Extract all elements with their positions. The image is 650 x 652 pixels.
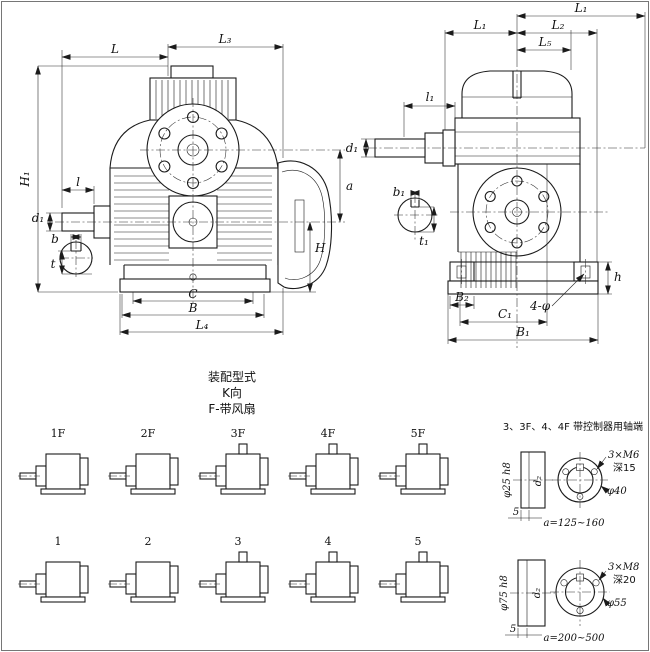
variant-label-3F: 3F <box>231 427 246 440</box>
dim-label-C1: C₁ <box>498 307 512 321</box>
dim-label-L1-top: L₁ <box>574 1 588 15</box>
shaft-end-detail-1: φ25 h8 d₂ 5 3×M6 深15 φ40 a=125~160 <box>502 450 640 529</box>
top-fins <box>155 80 229 119</box>
dim-label-H: H <box>314 241 326 255</box>
assembly-note-direction: K向 <box>222 385 242 400</box>
variant-label-4F: 4F <box>321 427 336 440</box>
base-plate <box>119 278 271 293</box>
variant-drawing-3F <box>198 444 268 494</box>
variant-label-5F: 5F <box>411 427 426 440</box>
bore-label: d₂ <box>533 476 544 486</box>
front-view: L L₃ H₁ l d₁ b t a H C B L₄ <box>18 32 353 335</box>
dim-label-B1: B₁ <box>515 325 530 339</box>
depth-label: 深20 <box>613 574 636 586</box>
tapped-hole <box>592 579 600 587</box>
variant-drawing-3 <box>198 552 268 602</box>
variant-drawing-5F <box>378 444 448 494</box>
dim-label-B: B <box>188 301 198 315</box>
variant-drawing-1F <box>18 454 88 494</box>
tapped-hole <box>560 579 568 587</box>
shaft-dia-label: φ25 h8 <box>502 462 513 498</box>
dim-label-b: b <box>51 232 59 246</box>
variant-label-3: 3 <box>235 535 242 548</box>
dim-label-d1: d₁ <box>32 211 45 225</box>
tapped-hole <box>590 468 598 476</box>
tapped-hole <box>562 468 570 476</box>
dim-label-foot-holes: 4-φ <box>529 299 551 313</box>
dim-label-L1: L₁ <box>473 18 487 32</box>
terminal-box <box>170 65 214 79</box>
cooling-fins <box>458 251 517 288</box>
shaft-end-title: 3、3F、4、4F 带控制器用轴端 <box>503 420 643 433</box>
variant-drawing-2F <box>108 454 178 494</box>
dim-label-H1: H₁ <box>18 171 32 187</box>
variant-drawing-1 <box>18 562 88 602</box>
variant-grid: 1F 2F 3F 4F 5F 1 2 3 4 5 <box>18 427 448 602</box>
dim-label-d1: d₁ <box>346 141 359 155</box>
dim-label-a: a <box>346 179 353 193</box>
dim-label-l: l <box>76 175 80 189</box>
dim-label-t1: t₁ <box>419 234 429 248</box>
range-label: a=200~500 <box>544 633 606 644</box>
holes-label: 3×M6 <box>608 450 640 461</box>
variant-label-2F: 2F <box>141 427 156 440</box>
fan-housing-slot <box>294 199 305 253</box>
cooling-fins <box>114 175 272 261</box>
base-feet <box>123 264 267 279</box>
range-label: a=125~160 <box>544 518 606 529</box>
dim-label-l1: l₁ <box>426 90 435 104</box>
foot-hole-leader <box>551 273 585 307</box>
variant-label-1F: 1F <box>51 427 66 440</box>
centerlines <box>55 98 345 305</box>
keyway <box>70 243 82 252</box>
tapped-hole <box>576 493 584 500</box>
variant-label-4: 4 <box>325 535 332 548</box>
variant-label-5: 5 <box>415 535 422 548</box>
shaft-end-detail-2: φ75 h8 d₂ 5 3×M8 深20 φ55 a=200~500 <box>499 559 639 644</box>
dim-label-L5: L₅ <box>538 35 552 49</box>
depth-label: 深15 <box>613 462 636 474</box>
fan-housing-inner <box>281 170 326 281</box>
shaft-end-section: 3、3F、4、4F 带控制器用轴端 φ25 h8 d₂ 5 3×M6 深15 φ… <box>499 420 643 644</box>
variant-drawing-2 <box>108 562 178 602</box>
dim-label-C: C <box>188 287 197 301</box>
centerlines <box>368 58 645 348</box>
assembly-note: 装配型式 K向 F-带风扇 <box>208 370 256 416</box>
step-dim-label: 5 <box>513 507 519 518</box>
variant-label-1: 1 <box>55 535 62 548</box>
dim-label-h: h <box>614 270 622 284</box>
dim-label-L: L <box>110 42 119 56</box>
side-view: L₁ L₁ L₂ L₅ l₁ d₁ b₁ t₁ h B₂ 4-φ C₁ B₁ <box>346 1 646 348</box>
bore-label: d₂ <box>532 588 543 598</box>
step-dim-label: 5 <box>510 624 516 635</box>
variant-drawing-4F <box>288 444 358 494</box>
assembly-note-title: 装配型式 <box>208 370 256 384</box>
fan-housing <box>277 160 333 290</box>
base-plate <box>447 280 599 295</box>
dim-label-L3: L₃ <box>218 32 232 46</box>
upper-housing <box>454 117 581 165</box>
face-dia-label: φ40 <box>607 486 627 497</box>
face-dia-label: φ55 <box>607 598 627 609</box>
dim-label-b1: b₁ <box>393 185 406 199</box>
lower-housing <box>457 164 581 263</box>
shaft-dia-label: φ75 h8 <box>499 575 510 611</box>
variant-label-2: 2 <box>145 535 152 548</box>
dim-label-L4: L₄ <box>195 318 209 332</box>
holes-label: 3×M8 <box>608 562 639 573</box>
variant-drawing-4 <box>288 552 358 602</box>
dim-label-L2: L₂ <box>551 18 565 32</box>
assembly-note-fan: F-带风扇 <box>208 401 255 416</box>
dim-label-B2: B₂ <box>454 290 469 304</box>
dim-label-t: t <box>51 257 56 271</box>
variant-drawing-5 <box>378 552 448 602</box>
